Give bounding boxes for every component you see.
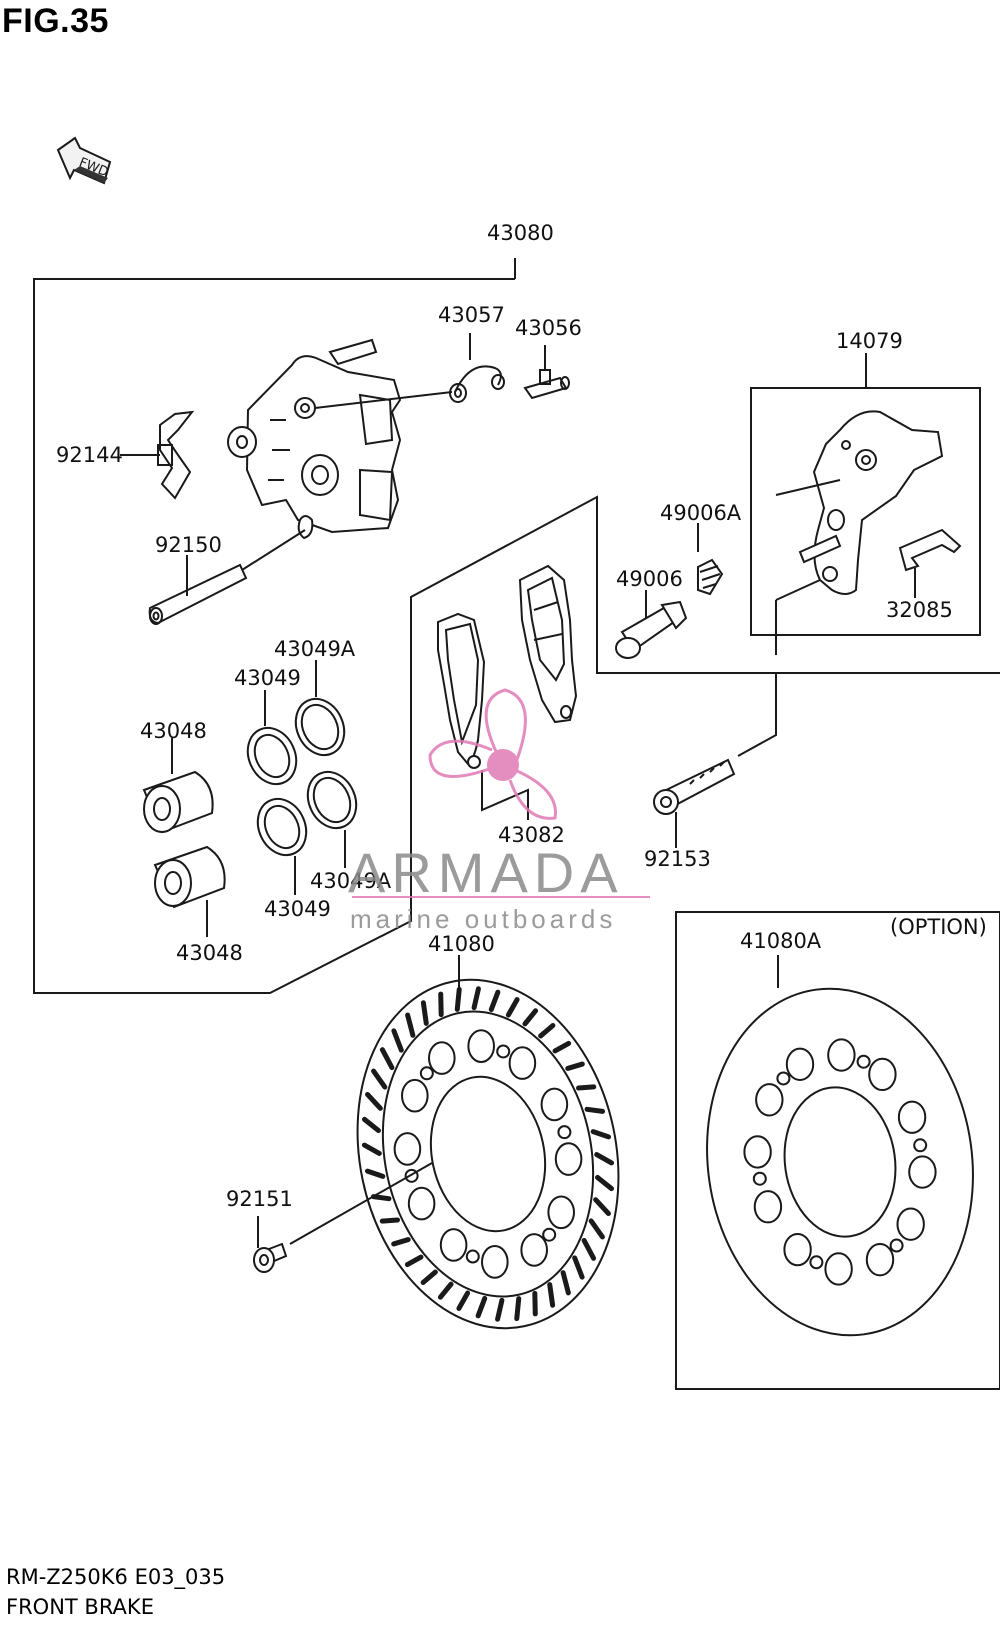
- callout-32085: 32085: [886, 598, 953, 622]
- part-49006: [616, 602, 686, 658]
- callout-43048-top: 43048: [140, 719, 207, 743]
- part-92144: [158, 412, 192, 498]
- callout-49006: 49006: [616, 567, 683, 591]
- callout-49006A: 49006A: [660, 501, 742, 525]
- callout-43048-bottom: 43048: [176, 941, 243, 965]
- watermark-tagline: marine outboards: [350, 904, 616, 934]
- watermark-brand: ARMADA: [348, 841, 624, 904]
- callout-43057: 43057: [438, 303, 505, 327]
- part-92151: [254, 1244, 286, 1272]
- callout-92144: 92144: [56, 443, 123, 467]
- caliper-bracket-14079: [800, 411, 942, 594]
- vent-slot: [550, 1285, 553, 1306]
- vent-slot: [382, 1220, 397, 1221]
- callout-92151: 92151: [226, 1187, 293, 1211]
- watermark: ARMADA marine outboards: [348, 690, 650, 934]
- callout-43049-top: 43049: [234, 666, 301, 690]
- callout-43056: 43056: [515, 316, 582, 340]
- vent-slot: [579, 1087, 594, 1088]
- piston-43048-upper: [144, 772, 213, 832]
- callout-41080A: 41080A: [740, 929, 822, 953]
- part-92153: [654, 760, 734, 814]
- part-49006A: [698, 560, 722, 594]
- footer-section-name: FRONT BRAKE: [6, 1595, 154, 1619]
- callout-43049A-top: 43049A: [274, 637, 356, 661]
- vent-slot: [587, 1109, 602, 1111]
- piston-43048-lower: [155, 847, 225, 907]
- part-92150: [150, 565, 246, 624]
- part-43056: [525, 370, 569, 398]
- callout-43080: 43080: [487, 221, 554, 245]
- figure-title: FIG.35: [2, 2, 109, 41]
- callout-92153: 92153: [644, 847, 711, 871]
- seal-rings: [239, 691, 365, 863]
- vent-slot: [373, 1197, 388, 1199]
- forward-arrow-icon: FWD: [58, 138, 110, 183]
- footer-model-code: RM-Z250K6 E03_035: [6, 1565, 225, 1589]
- vent-slot: [517, 1299, 519, 1319]
- part-32085: [900, 530, 960, 570]
- vent-slot: [423, 1003, 426, 1024]
- vent-slot: [457, 989, 459, 1009]
- brake-disc-41080: [326, 955, 650, 1353]
- option-label: (OPTION): [890, 915, 987, 939]
- callout-43049-bottom: 43049: [264, 897, 331, 921]
- callout-14079: 14079: [836, 329, 903, 353]
- brake-pad-right: [520, 566, 576, 722]
- brake-caliper-body: [228, 340, 400, 538]
- part-43057: [450, 366, 504, 402]
- callout-41080: 41080: [428, 932, 495, 956]
- callout-92150: 92150: [155, 533, 222, 557]
- brake-disc-41080A: [685, 971, 995, 1352]
